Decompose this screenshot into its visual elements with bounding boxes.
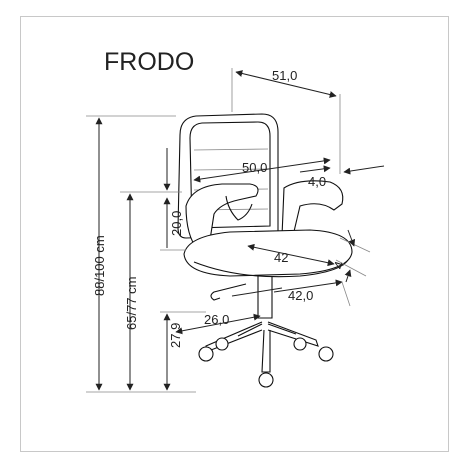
total-height-label: 88/100 cm (92, 235, 107, 296)
seat-height-label: 65/77 cm (124, 277, 139, 330)
casters (198, 337, 334, 388)
gas-lift (257, 276, 273, 319)
dim-seat-height: 65/77 cm (120, 191, 182, 391)
backrest-mesh (189, 121, 271, 229)
armrest-depth-label: 4,0 (308, 174, 326, 189)
overall-width-label: 51,0 (272, 68, 297, 83)
dim-armrest-depth: 4,0 (299, 165, 385, 189)
chair-illustration (177, 113, 353, 388)
seat-thickness-label: 4 (331, 259, 348, 271)
dim-overall-width: 51,0 (231, 68, 341, 174)
dim-seat-depth: 42 (247, 243, 335, 267)
dim-base-radius: 26,0 (175, 312, 261, 335)
base-radius-label: 26,0 (204, 312, 229, 327)
dim-backrest-width: 50,0 (193, 157, 331, 183)
dim-total-height: 88/100 cm (86, 115, 196, 393)
base-height-label: 27,9 (168, 323, 183, 348)
backrest-width-label: 50,0 (242, 160, 267, 175)
seat-width-label: 42,0 (288, 288, 313, 303)
backrest-frame (177, 113, 279, 239)
dim-seat-thickness: 4 (331, 229, 371, 283)
seat-edge (193, 259, 349, 278)
dim-armrest-height: 20,0 (160, 148, 186, 251)
seat-depth-label: 42 (274, 250, 288, 265)
lumbar-loop (225, 195, 253, 221)
dim-seat-width: 42,0 (231, 279, 351, 307)
height-lever (210, 283, 247, 301)
armrest-height-label: 20,0 (169, 211, 184, 236)
seat-cushion (183, 229, 353, 277)
product-title: FRODO (104, 48, 194, 76)
